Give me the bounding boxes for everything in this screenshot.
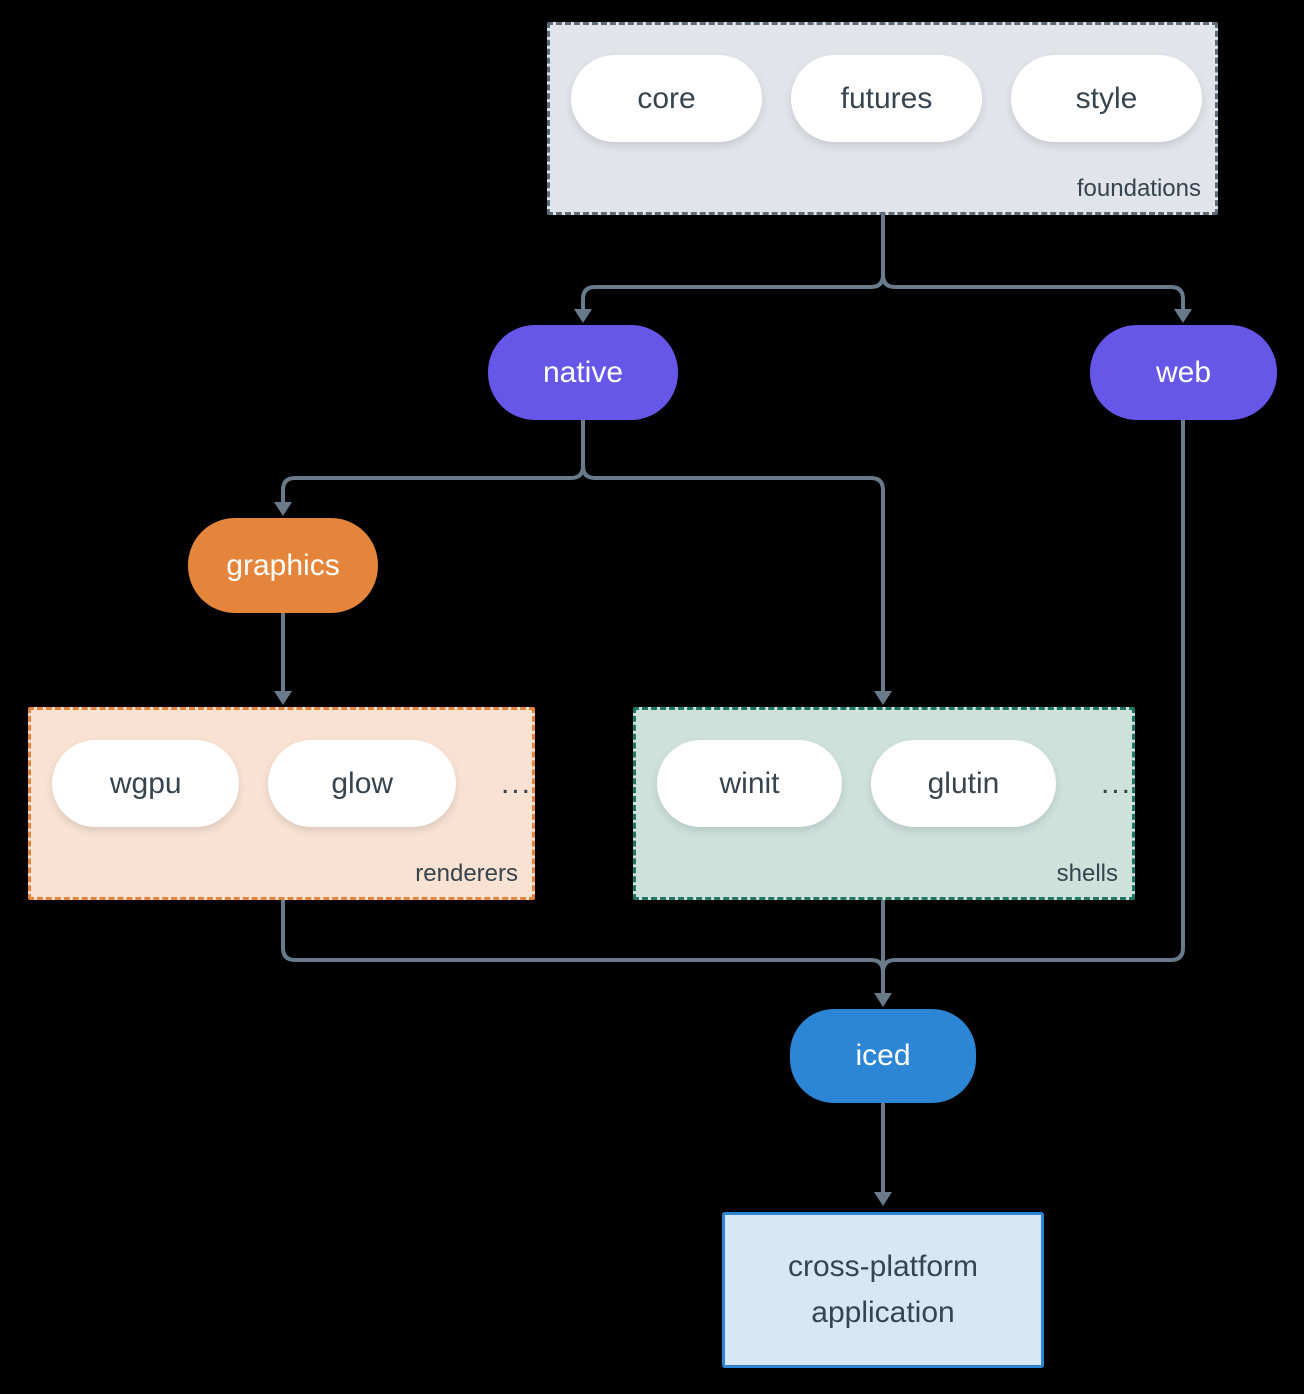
arrowhead-iced bbox=[874, 993, 892, 1007]
node-iced-label: iced bbox=[855, 1039, 911, 1072]
arrow-foundations-to-native bbox=[581, 215, 885, 311]
arrowhead-renderers bbox=[274, 691, 292, 705]
node-native-label: native bbox=[542, 355, 624, 389]
application-label-line1: cross-platform bbox=[787, 1250, 979, 1283]
arrow-foundations-to-web bbox=[881, 274, 1185, 311]
node-graphics: graphics bbox=[188, 518, 378, 613]
pill-winit-label: winit bbox=[719, 766, 780, 800]
arrowhead-native bbox=[574, 309, 592, 323]
application-box: cross-platform application bbox=[722, 1212, 1044, 1368]
pill-glutin: glutin bbox=[870, 740, 1056, 827]
arrowhead-graphics bbox=[274, 502, 292, 516]
renderers-ellipsis: ... bbox=[500, 766, 532, 800]
node-graphics-label: graphics bbox=[226, 548, 340, 582]
application-label-line2: application bbox=[811, 1296, 955, 1329]
pill-futures-label: futures bbox=[840, 81, 933, 115]
arrowhead-application bbox=[874, 1192, 892, 1206]
pill-core-label: core bbox=[637, 81, 696, 115]
node-iced: iced bbox=[790, 1009, 976, 1103]
node-web-label: web bbox=[1155, 355, 1212, 389]
pill-wgpu: wgpu bbox=[52, 740, 240, 827]
pill-style-label: style bbox=[1075, 81, 1138, 115]
node-web: web bbox=[1090, 325, 1277, 420]
arrow-native-to-graphics bbox=[281, 420, 585, 503]
pill-core: core bbox=[571, 55, 762, 142]
renderers-label: renderers bbox=[415, 860, 518, 887]
pill-futures: futures bbox=[791, 55, 982, 142]
pill-glutin-label: glutin bbox=[927, 766, 1000, 800]
node-native: native bbox=[488, 325, 678, 420]
pill-glow: glow bbox=[268, 740, 456, 827]
group-foundations: core futures style foundations bbox=[547, 22, 1218, 215]
arrowhead-shells bbox=[874, 691, 892, 705]
shells-ellipsis: ... bbox=[1100, 766, 1132, 800]
pill-winit: winit bbox=[657, 740, 842, 827]
group-renderers: wgpu glow ... renderers bbox=[28, 707, 535, 900]
arrow-renderers-to-iced bbox=[281, 900, 885, 973]
renderers-pill-row: wgpu glow ... bbox=[31, 710, 532, 827]
shells-pill-row: winit glutin ... bbox=[636, 710, 1132, 827]
arrowhead-web bbox=[1174, 309, 1192, 323]
pill-glow-label: glow bbox=[331, 766, 394, 800]
pill-style: style bbox=[1011, 55, 1202, 142]
shells-label: shells bbox=[1056, 860, 1118, 887]
group-shells: winit glutin ... shells bbox=[633, 707, 1135, 900]
arrow-native-to-shells bbox=[581, 465, 885, 692]
foundations-pill-row: core futures style bbox=[550, 25, 1215, 142]
pill-wgpu-label: wgpu bbox=[109, 766, 182, 800]
foundations-label: foundations bbox=[1076, 175, 1201, 202]
